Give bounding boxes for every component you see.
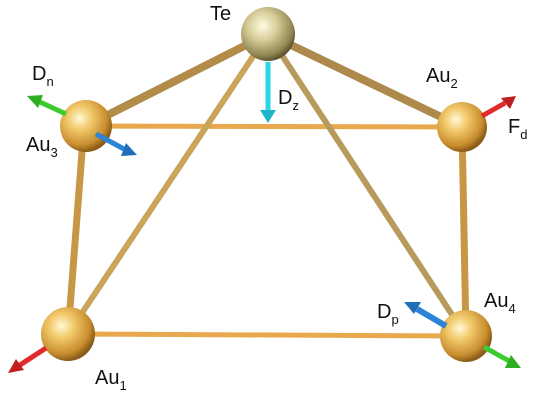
- label-au1: Au1: [95, 367, 127, 393]
- label-dz: Dz: [278, 87, 299, 113]
- fd-arrow-icon: [480, 96, 516, 119]
- atom-au2: [437, 102, 487, 152]
- bond-au2-au4: [458, 123, 470, 340]
- atom-te: [241, 7, 295, 61]
- label-dn: Dn: [32, 63, 54, 89]
- atom-au1: [41, 307, 95, 361]
- label-au2: Au2: [426, 65, 458, 91]
- bond-au1-au4: [65, 331, 469, 339]
- bond-te-au3: [82, 30, 272, 130]
- mode-arrows: [8, 62, 521, 373]
- bond-te-au4: [265, 31, 469, 339]
- labels: Te Au3 Au2 Au1 Au4 Dn Dz Fd Dp: [26, 3, 527, 393]
- bond-te-au1: [65, 31, 271, 337]
- au-bonds: [64, 122, 470, 340]
- bond-te-au2: [264, 30, 466, 131]
- dp-arrow-icon: [404, 302, 448, 329]
- dz-arrow-icon: [260, 62, 276, 123]
- label-au3: Au3: [26, 134, 58, 160]
- label-te: Te: [210, 3, 231, 25]
- atom-au4: [440, 310, 492, 362]
- label-fd: Fd: [508, 116, 527, 142]
- atom-au3: [60, 100, 112, 152]
- label-au4: Au4: [484, 290, 516, 316]
- label-dp: Dp: [377, 301, 399, 327]
- atoms: [41, 7, 492, 362]
- bond-au3-au1: [64, 122, 88, 338]
- au3-blue-arrow-icon: [94, 131, 137, 156]
- dn-arrow-icon: [27, 95, 68, 117]
- bond-au3-au2: [83, 123, 465, 130]
- au4-green-arrow-icon: [482, 344, 521, 368]
- au1-red-arrow-icon: [8, 345, 48, 373]
- te-bonds: [65, 30, 469, 339]
